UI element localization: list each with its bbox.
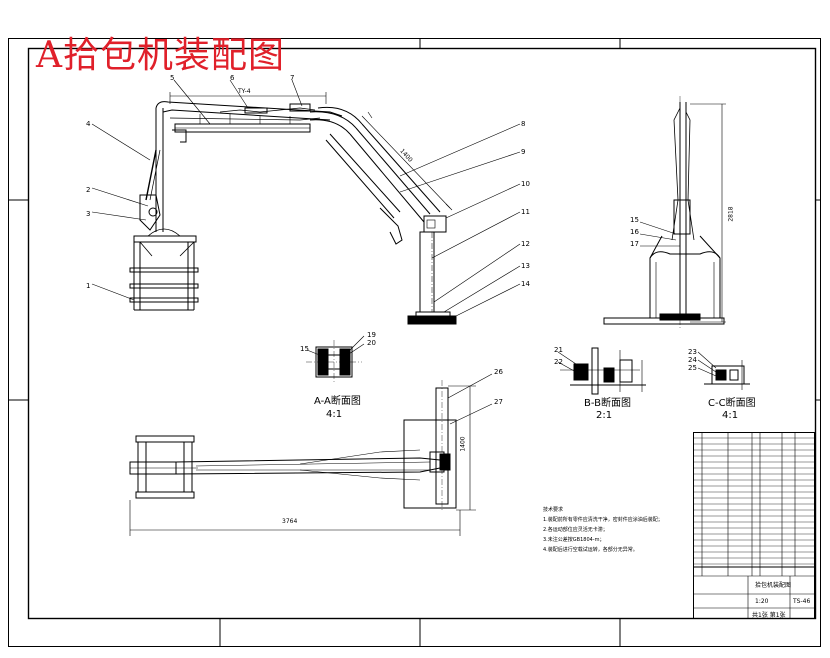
title-block-sheet: 共1张 第1张 [752, 612, 786, 619]
part-label-3: 3 [86, 210, 91, 218]
section-b-label-21: 21 [554, 346, 563, 354]
top-view [129, 373, 493, 536]
section-c-label-25: 25 [688, 364, 697, 372]
part-label-10: 10 [521, 180, 530, 188]
dim-top: TY-4 [238, 88, 251, 95]
part-label-12: 12 [521, 240, 530, 248]
technical-notes: 技术要求 1.装配前所有零件应清洗干净，密封件应涂油后装配； 2.各运动部位应灵… [543, 505, 663, 555]
bottom-label-27: 27 [494, 398, 503, 406]
section-c-label-23: 23 [688, 348, 697, 356]
part-label-5: 5 [170, 74, 175, 82]
part-label-14: 14 [521, 280, 530, 288]
part-label-8: 8 [521, 120, 526, 128]
section-aa-scale: 4:1 [326, 409, 343, 420]
drawing-title: A拾包机装配图 [36, 35, 285, 76]
part-label-11: 11 [521, 208, 530, 216]
part-label-16: 16 [630, 228, 639, 236]
section-a-label-15: 15 [300, 345, 309, 353]
section-cc [697, 351, 750, 390]
side-view [603, 96, 726, 330]
part-label-13: 13 [521, 262, 530, 270]
section-aa-title: A-A断面图 [314, 396, 361, 407]
section-bb-title: B-B断面图 [584, 398, 631, 409]
part-label-7: 7 [290, 74, 295, 82]
part-label-15: 15 [630, 216, 639, 224]
part-label-2: 2 [86, 186, 91, 194]
section-a-label-20: 20 [367, 339, 376, 347]
section-cc-title: C-C断面图 [708, 398, 756, 409]
title-block [693, 432, 815, 619]
section-cc-scale: 4:1 [722, 410, 739, 421]
notes-line-4: 4.装配后进行空载试运转，各部分无异常。 [543, 547, 638, 553]
notes-line-1: 1.装配前所有零件应清洗干净，密封件应涂油后装配； [543, 517, 663, 523]
section-a-label-19: 19 [367, 331, 376, 339]
notes-line-2: 2.各运动部位应灵活无卡滞； [543, 527, 608, 533]
section-aa [306, 335, 365, 384]
part-label-1: 1 [86, 282, 91, 290]
part-label-17: 17 [630, 240, 639, 248]
dim-bottom-vertical: 1400 [459, 436, 467, 452]
title-block-name: 拾包机装配图 [755, 582, 792, 589]
bottom-label-26: 26 [494, 368, 503, 376]
dim-side: 2818 [727, 206, 735, 222]
part-label-6: 6 [230, 74, 235, 82]
dim-bottom: 3764 [282, 518, 298, 525]
notes-heading: 技术要求 [543, 507, 564, 513]
section-bb-scale: 2:1 [596, 410, 613, 421]
notes-line-3: 3.未注公差按GB1804-m； [543, 537, 605, 543]
section-bb [557, 347, 646, 395]
part-label-9: 9 [521, 148, 526, 156]
section-b-label-22: 22 [554, 358, 563, 366]
section-c-label-24: 24 [688, 356, 697, 364]
title-block-drawing-no: TS-46 [793, 598, 811, 605]
title-block-scale: 1:20 [755, 598, 769, 605]
front-view [129, 92, 457, 325]
part-label-4: 4 [86, 120, 91, 128]
